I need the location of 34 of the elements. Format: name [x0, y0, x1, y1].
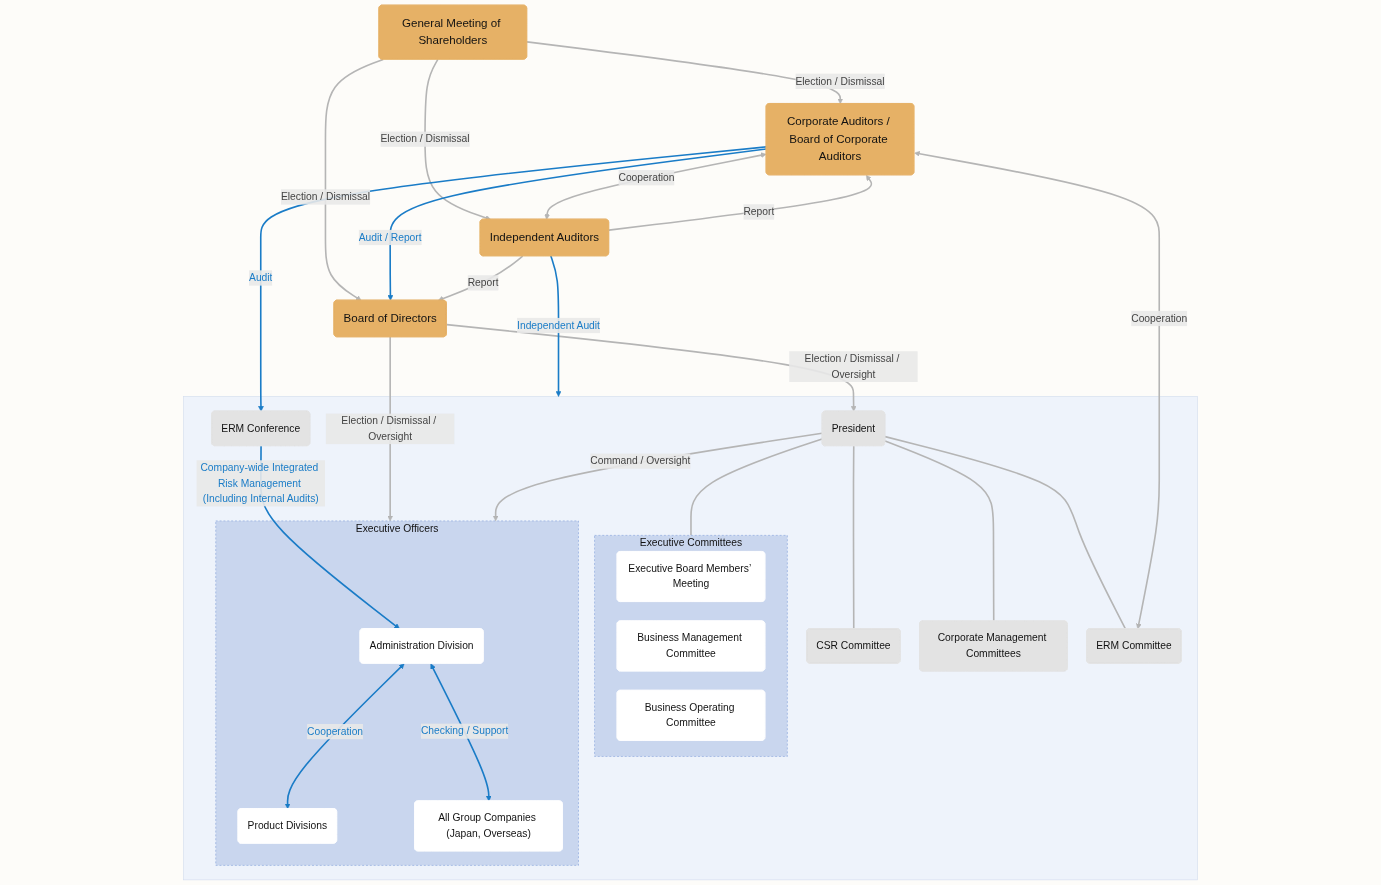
edge-label: Election / Dismissal / Oversight [804, 353, 900, 380]
arrow [526, 41, 844, 105]
edge-label: Election / Dismissal / Oversight [341, 415, 437, 442]
edge-label: Audit [249, 272, 273, 284]
edge-label: Audit / Report [358, 231, 422, 243]
edge-label: Cooperation [307, 725, 364, 737]
edge-label: Checking / Support [420, 725, 509, 737]
connector [884, 435, 1127, 630]
connector [690, 438, 823, 537]
edge-label: Command / Oversight [590, 455, 691, 467]
arrow [430, 663, 492, 802]
edge-label: Election / Dismissal [795, 75, 885, 87]
arrow [608, 174, 873, 231]
connector [852, 445, 855, 630]
edge-label: Election / Dismissal [380, 133, 470, 145]
edge-label: Cooperation [618, 171, 675, 183]
arrow [258, 146, 768, 412]
edge-label: Report [743, 206, 775, 218]
cluster [183, 396, 1198, 881]
arrow [284, 663, 405, 810]
arrow [544, 152, 767, 220]
arrow [914, 151, 1161, 630]
edge-label: Independent Audit [517, 319, 600, 331]
edge-label: Election / Dismissal [280, 191, 371, 203]
edge-label: Cooperation [1131, 312, 1188, 324]
arrow [492, 432, 823, 522]
arrow [424, 58, 491, 221]
edge-label: Company-wide Integrated Risk Management (Including Internal Audits) [200, 462, 319, 504]
arrow [387, 148, 768, 301]
arrow [437, 255, 524, 302]
arrow [324, 58, 384, 301]
edge-label: Report [467, 277, 499, 289]
arrow [549, 255, 562, 397]
connector [884, 440, 995, 622]
